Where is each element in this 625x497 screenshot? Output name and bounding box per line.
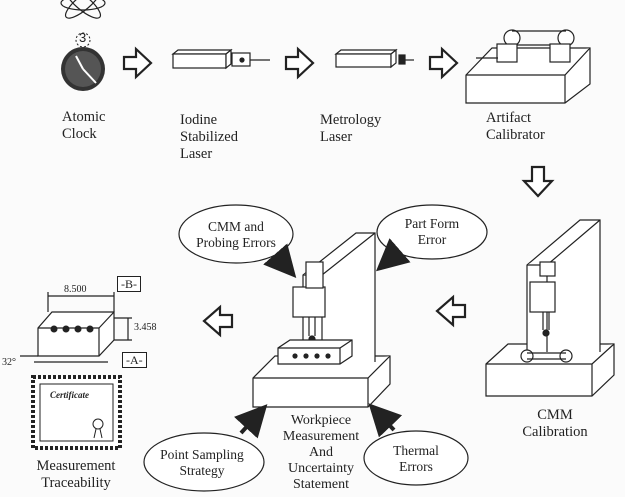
part-drawing [20,292,132,363]
angle-dimension: 32° [2,357,16,368]
artifact-calibrator-label: Artifact Calibrator [486,110,545,144]
atomic-clock-label-line-2: Clock [62,126,97,142]
iodine-laser-label: Iodine Stabilized Laser [180,112,238,163]
iodine-laser-icon [171,48,270,70]
datum-a-tag: -A- [122,352,147,368]
metrology-laser-label-line-2: Laser [320,129,353,145]
thermal-text-line-1: Thermal [393,443,439,458]
thermal-text-line-2: Errors [399,459,433,474]
workpiece-label-line-5: Statement [293,477,349,492]
iodine-laser-label-line-3: Laser [180,146,213,162]
down-arrow [521,165,555,198]
cmm-calibration-label: CMM Calibration [510,407,600,441]
pointer-arrows [234,238,411,439]
artifact-calibrator-label-line-2: Calibrator [486,127,545,143]
traceability-label-line-2: Traceability [41,475,111,491]
iodine-laser-label-line-2: Stabilized [180,129,238,145]
workpiece-label-line-3: And [308,445,334,460]
metrology-laser-label: Metrology Laser [320,112,381,146]
chain-arrow-2 [284,46,315,80]
workpiece-label-line-2: Measurement [282,429,360,444]
central-cmm-icon [252,232,391,408]
left-arrow-1 [435,294,467,328]
workpiece-label: Workpiece Measurement And Uncertainty St… [276,413,366,493]
part-holes [50,325,94,333]
thermal-text: Thermal Errors [376,443,456,475]
atomic-clock-label-line-1: Atomic [62,109,106,125]
point-sampling-bubble [143,432,265,492]
length-dimension: 8.500 [64,284,87,295]
part-form-text-line-1: Part Form [404,216,460,231]
part-form-text-line-2: Error [417,232,447,247]
traceability-label-line-1: Measurement [36,458,116,474]
point-sampling-text-line-2: Strategy [179,463,225,478]
atomic-clock-icon: 3 [61,30,105,91]
iodine-laser-label-line-1: Iodine [180,112,218,128]
cmm-calibration-label-line-1: CMM [537,407,573,423]
bubble-outlines [143,204,488,492]
workpiece-label-line-4: Uncertainty [287,461,355,476]
thermal-bubble [363,430,469,486]
cmm-probing-text-line-1: CMM and [208,219,264,234]
chain-arrow-1 [122,46,153,80]
metrology-laser-label-line-1: Metrology [320,112,382,128]
chain-arrow-3 [428,46,459,80]
cmm-calibration-icon [485,219,615,397]
svg-text:3: 3 [79,30,86,45]
atomic-clock-label: Atomic Clock [62,109,106,143]
traceability-label: Measurement Traceability [26,458,126,492]
point-sampling-text: Point Sampling Strategy [150,447,254,479]
part-form-text: Part Form Error [390,216,474,248]
artifact-calibrator-label-line-1: Artifact [486,110,532,126]
cmm-calibration-label-line-2: Calibration [522,424,588,440]
cmm-probing-text: CMM and Probing Errors [186,219,286,251]
cmm-probing-text-line-2: Probing Errors [196,235,276,250]
certificate-icon [31,375,122,450]
height-dimension: 3.458 [134,322,157,333]
artifact-calibrator-icon [465,29,591,104]
metrology-laser-icon [334,48,414,69]
workpiece-label-line-1: Workpiece [290,413,352,428]
atom-icon [60,0,106,19]
left-arrow-2 [202,304,234,338]
point-sampling-text-line-1: Point Sampling [160,447,244,462]
datum-b-tag: -B- [117,276,141,292]
workpiece-holes [292,353,331,359]
certificate-title: Certificate [50,390,89,400]
